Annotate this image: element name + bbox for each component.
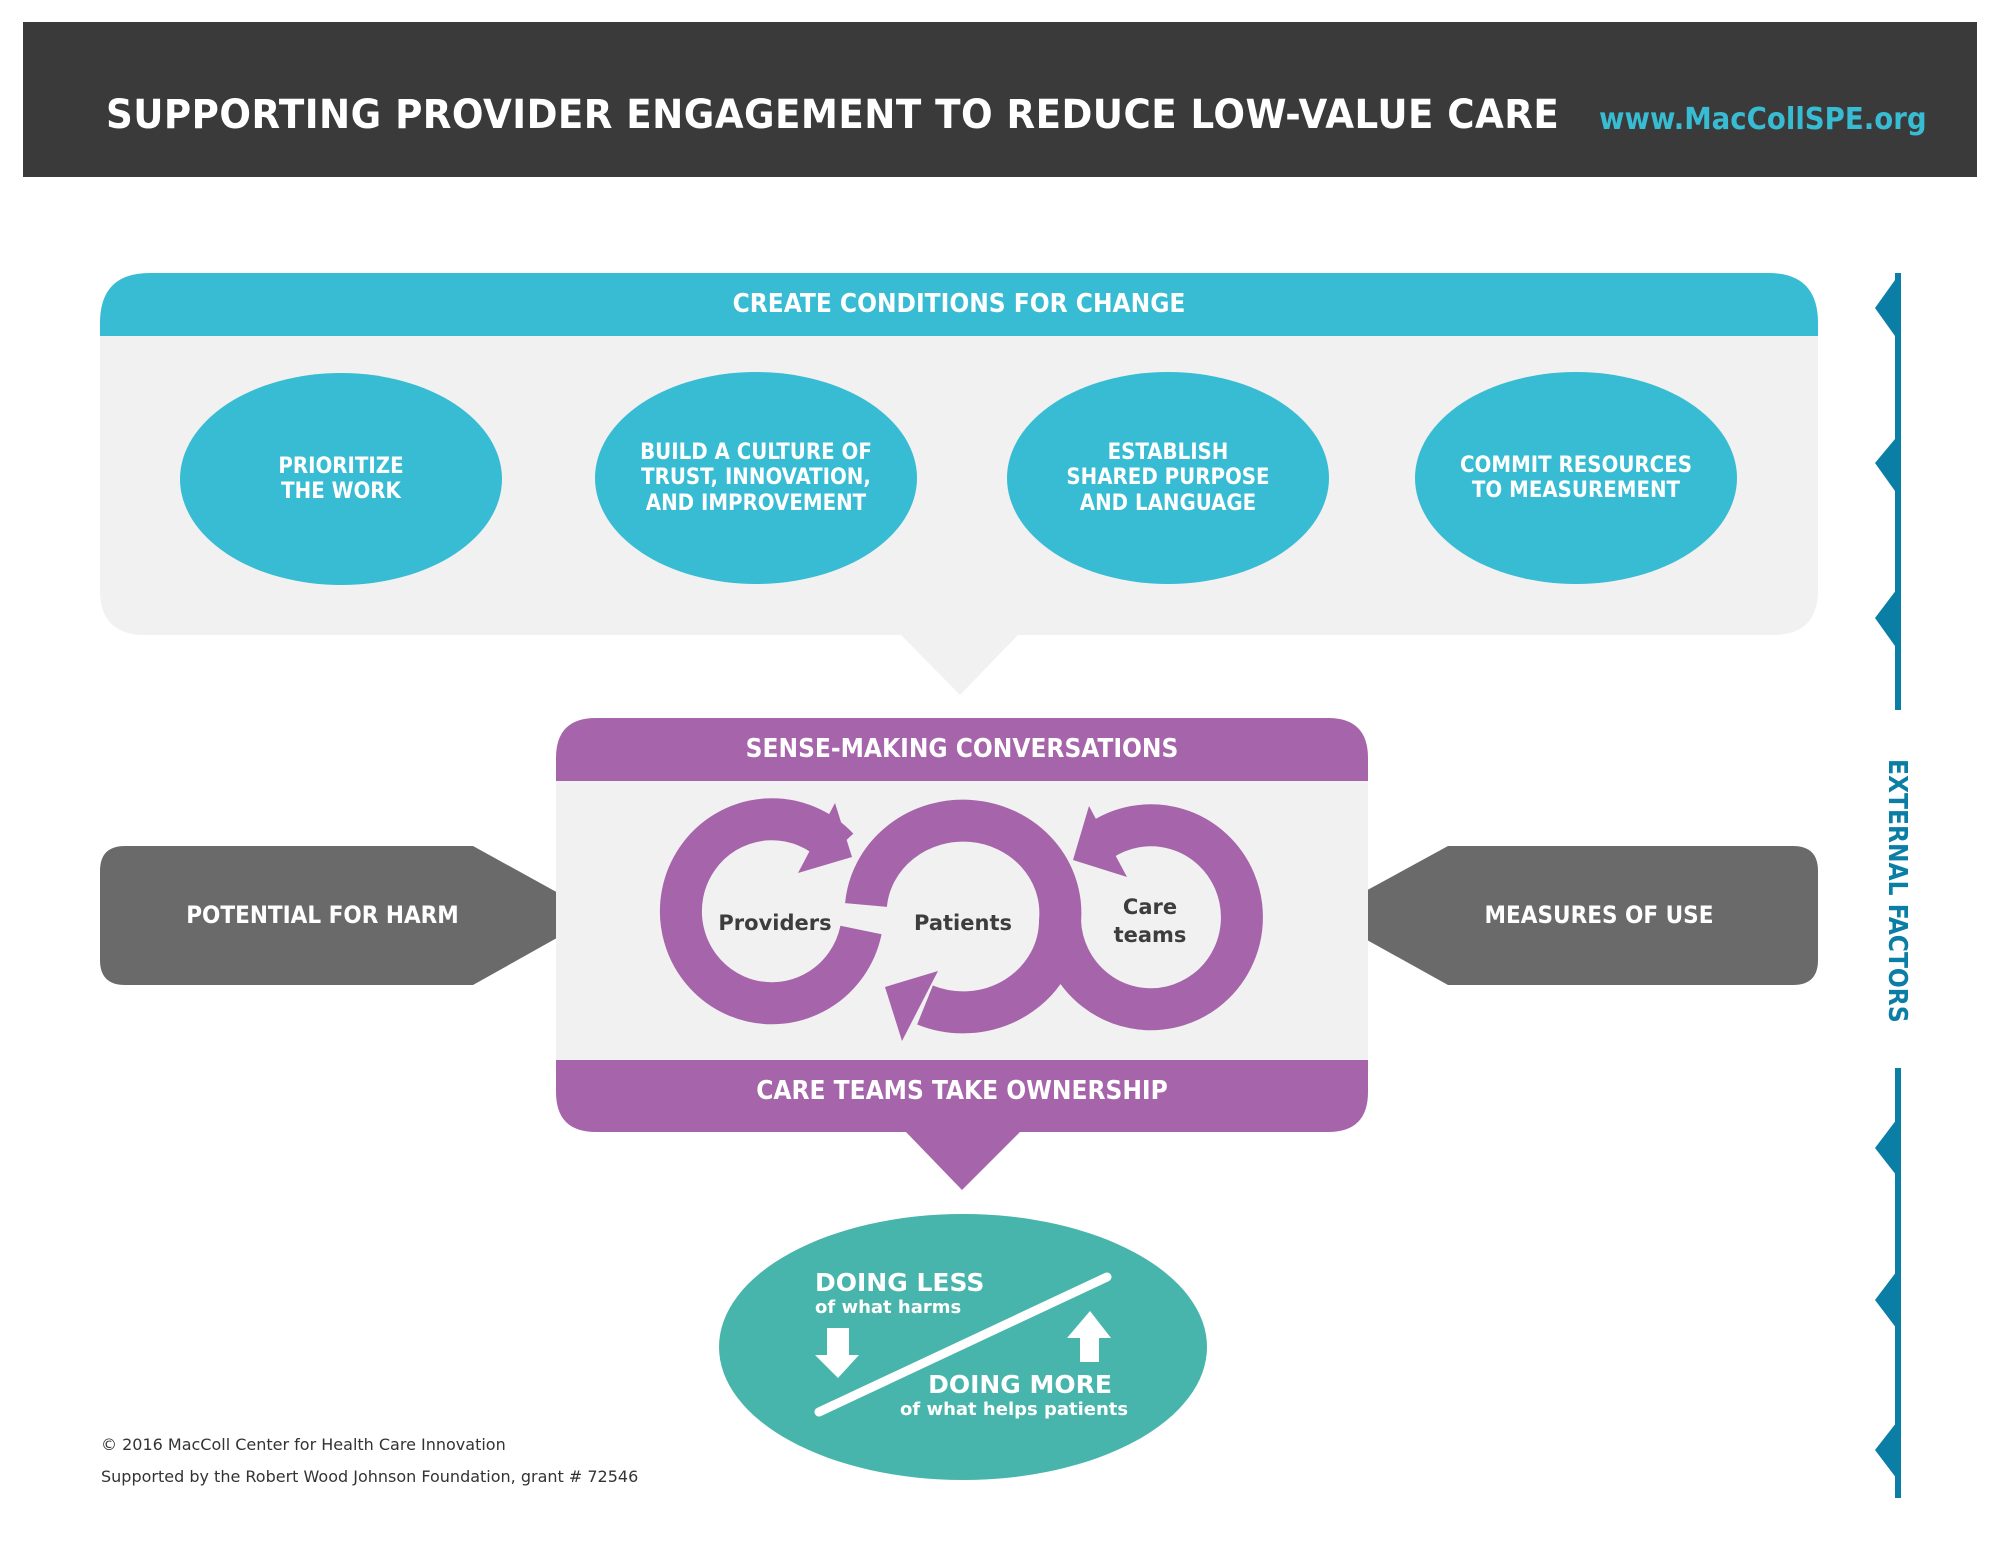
ownership-title: CARE TEAMS TAKE OWNERSHIP	[756, 1076, 1168, 1106]
condition-oval-4	[1415, 372, 1737, 584]
funding-text: Supported by the Robert Wood Johnson Fou…	[101, 1467, 639, 1486]
condition-label-1: PRIORITIZE THE WORK	[278, 453, 404, 504]
condition-oval-2	[595, 372, 917, 584]
doing-more-title: DOING MORE	[928, 1370, 1112, 1399]
arrow-down-icon	[815, 1328, 859, 1378]
conditions-title: CREATE CONDITIONS FOR CHANGE	[732, 289, 1186, 319]
arrow-up-icon	[1067, 1311, 1111, 1362]
condition-label-4: COMMIT RESOURCES TO MEASUREMENT	[1460, 452, 1692, 503]
marker-triangle-icon	[1875, 1115, 1900, 1180]
sense-making-header-band	[556, 718, 1368, 781]
providers-label: Providers	[718, 911, 832, 935]
providers-loop	[659, 798, 882, 1025]
measures-of-use-label: MEASURES OF USE	[1484, 900, 1714, 929]
condition-oval-3	[1007, 372, 1329, 584]
copyright-text: © 2016 MacColl Center for Health Care In…	[101, 1435, 506, 1454]
conditions-header-band	[100, 273, 1818, 336]
sense-making-title: SENSE-MAKING CONVERSATIONS	[745, 734, 1179, 764]
doing-more-subtitle: of what helps patients	[900, 1399, 1129, 1420]
marker-triangle-icon	[1875, 273, 1900, 343]
marker-triangle-icon	[1875, 585, 1900, 653]
care-teams-arrowhead-icon	[1073, 806, 1127, 877]
condition-label-2: BUILD A CULTURE OF TRUST, INNOVATION, AN…	[640, 440, 872, 516]
page-title: SUPPORTING PROVIDER ENGAGEMENT TO REDUCE…	[106, 92, 1560, 138]
potential-for-harm-arrow	[100, 846, 585, 985]
patients-arrowhead-icon	[885, 971, 938, 1041]
external-factors-label: EXTERNAL FACTORS	[1882, 758, 1912, 1023]
measures-of-use-arrow	[1335, 846, 1818, 985]
ownership-band	[556, 1060, 1368, 1190]
balance-line	[814, 1272, 1112, 1417]
doing-less-block: DOING LESS of what harms	[815, 1268, 984, 1318]
patients-loop	[845, 799, 1082, 1034]
care-teams-label: Care teams	[1113, 895, 1187, 948]
doing-less-title: DOING LESS	[815, 1268, 985, 1297]
doing-more-block: DOING MORE of what helps patients	[900, 1370, 1129, 1420]
patients-label: Patients	[914, 911, 1012, 935]
condition-label-3: ESTABLISH SHARED PURPOSE AND LANGUAGE	[1066, 440, 1270, 516]
marker-triangle-icon	[1875, 1418, 1900, 1483]
care-teams-loop	[1039, 804, 1263, 1031]
doing-less-subtitle: of what harms	[815, 1297, 962, 1318]
providers-arrowhead-icon	[798, 803, 852, 873]
cycle-loops	[659, 798, 1263, 1034]
header-bar	[23, 22, 1977, 177]
potential-for-harm-label: POTENTIAL FOR HARM	[186, 900, 459, 929]
condition-oval-1	[180, 373, 502, 585]
marker-triangle-icon	[1875, 433, 1900, 498]
external-factors-timeline	[1875, 273, 1901, 1498]
marker-triangle-icon	[1875, 1267, 1900, 1333]
website-link[interactable]: www.MacCollSPE.org	[1599, 102, 1927, 137]
conditions-panel	[100, 335, 1818, 695]
